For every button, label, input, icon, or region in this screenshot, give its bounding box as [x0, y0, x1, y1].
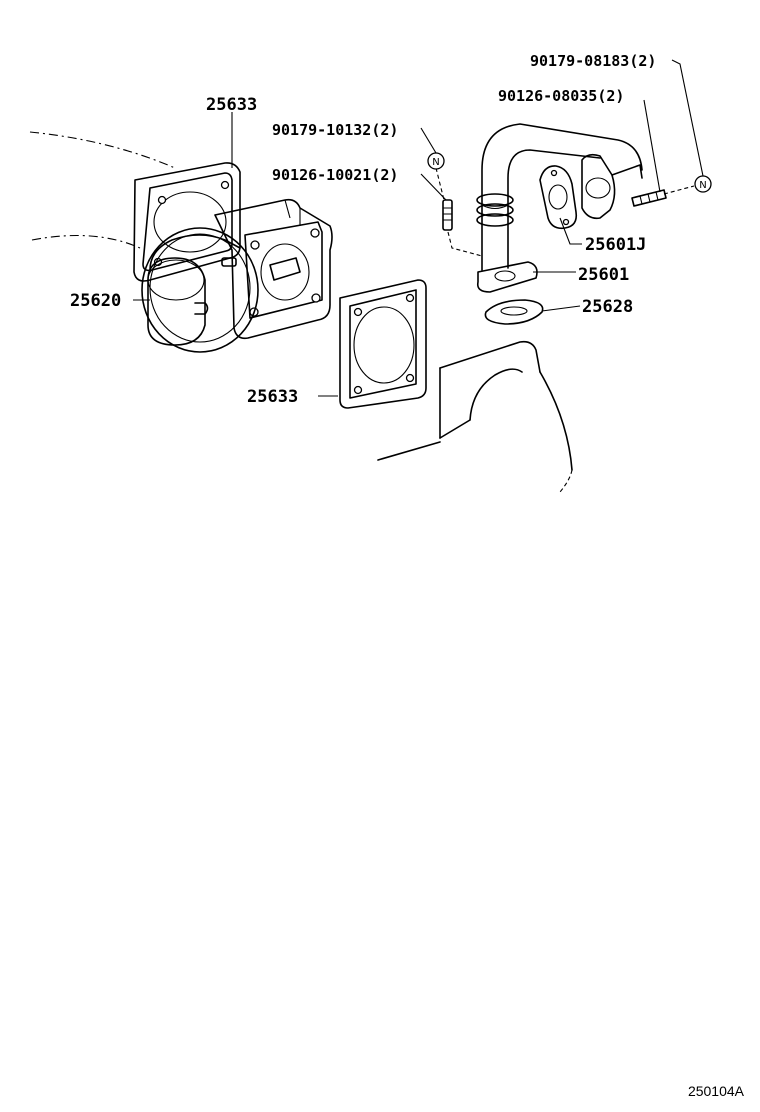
label-90126-08035: 90126-08035(2) [498, 87, 624, 105]
label-90179-10132: 90179-10132(2) [272, 121, 398, 139]
stud-90126-10021 [442, 199, 453, 231]
gasket-25601J [539, 165, 578, 230]
nut-marker-right-icon: N [694, 175, 712, 193]
label-25628: 25628 [582, 297, 633, 317]
label-25601: 25601 [578, 265, 629, 285]
label-90126-10021: 90126-10021(2) [272, 166, 398, 184]
nut-marker-left-text: N [432, 157, 439, 168]
stud-90126-08035 [631, 189, 667, 207]
nut-marker-right-text: N [699, 180, 706, 191]
nut-marker-left-icon: N [427, 152, 445, 170]
gasket-25633-lower [339, 279, 427, 409]
manifold-outline-right [377, 340, 573, 493]
installation-lines [435, 167, 695, 257]
label-25601J: 25601J [585, 235, 646, 255]
egr-valve-25620 [141, 198, 333, 353]
label-25633-bottom: 25633 [247, 387, 298, 407]
label-90179-08183: 90179-08183(2) [530, 52, 656, 70]
label-25633-top: 25633 [206, 95, 257, 115]
gasket-25628 [484, 299, 544, 325]
leader-lines [133, 59, 704, 397]
egr-pipe-25601 [476, 123, 643, 293]
engine-outline-left [29, 131, 176, 249]
figure-code: 250104A [688, 1083, 745, 1099]
label-25620: 25620 [70, 291, 121, 311]
